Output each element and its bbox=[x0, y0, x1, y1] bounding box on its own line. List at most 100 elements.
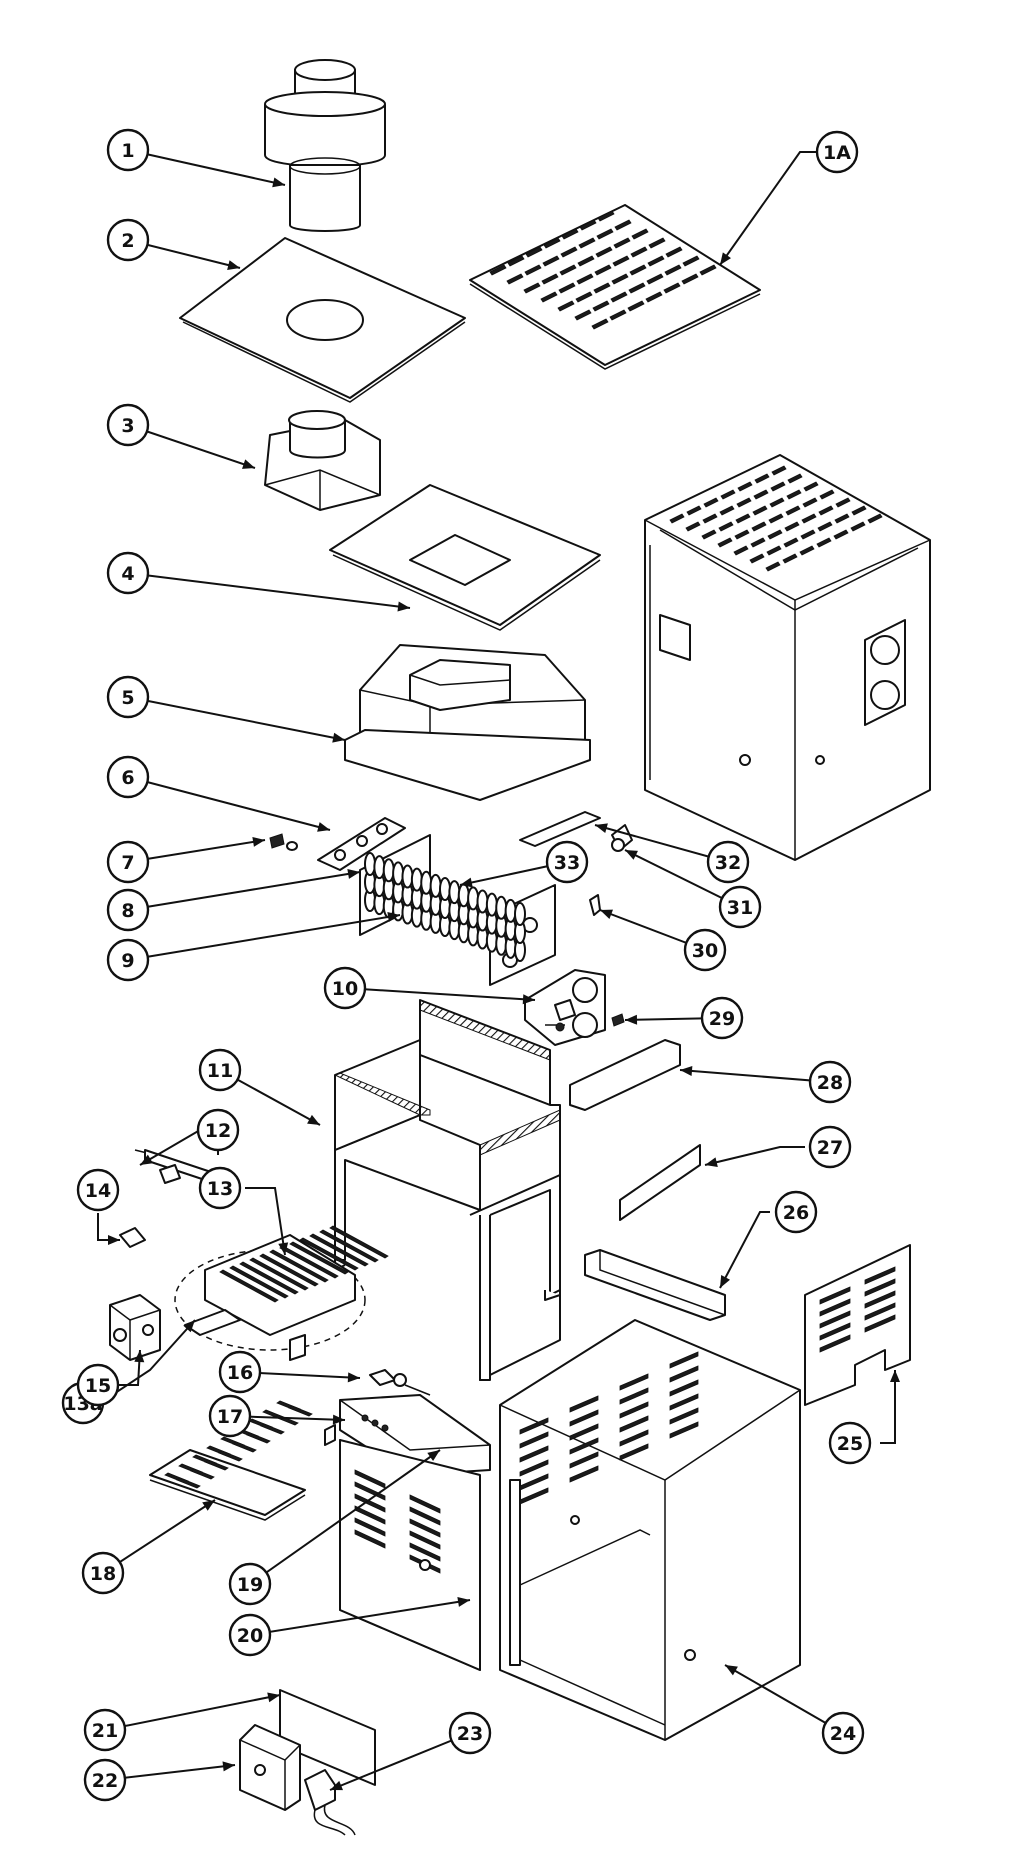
callout-number: 24 bbox=[830, 1723, 856, 1745]
leader-arrowhead bbox=[625, 850, 638, 860]
callout-number: 31 bbox=[727, 897, 753, 919]
vent-slot bbox=[682, 255, 700, 267]
leader-arrowhead bbox=[595, 823, 608, 834]
vent-slot bbox=[595, 246, 613, 258]
callout-25: 25 bbox=[828, 1421, 872, 1465]
part-brackets bbox=[569, 1039, 726, 1321]
part-combustion-chamber bbox=[333, 999, 561, 1381]
vent-slot bbox=[561, 228, 579, 240]
part-heat-exchanger bbox=[359, 834, 556, 986]
leader-arrowhead bbox=[720, 252, 732, 265]
vent-slot bbox=[519, 1431, 549, 1449]
callout-number: 1 bbox=[121, 140, 134, 162]
vent-slot bbox=[817, 521, 833, 532]
leader-line bbox=[127, 871, 361, 911]
callout-23: 23 bbox=[448, 1711, 492, 1755]
vent-slot bbox=[540, 291, 558, 303]
vent-slot bbox=[541, 273, 559, 285]
vent-slot bbox=[752, 505, 768, 516]
vent-slot bbox=[558, 282, 576, 294]
vent-slot bbox=[575, 291, 593, 303]
leader-arrowhead bbox=[307, 1114, 320, 1125]
callout-number: 13 bbox=[207, 1178, 233, 1200]
vent-slot bbox=[787, 473, 803, 484]
callout-22: 22 bbox=[83, 1758, 127, 1802]
vent-slot bbox=[766, 545, 782, 556]
part-vent-cap bbox=[264, 59, 386, 232]
part-front-door bbox=[339, 1439, 481, 1671]
leader-arrowhead bbox=[227, 260, 240, 270]
vent-slot bbox=[409, 1494, 441, 1514]
leader-line bbox=[104, 1764, 236, 1781]
vent-slot bbox=[519, 1459, 549, 1477]
callout-27: 27 bbox=[808, 1125, 852, 1169]
vent-slot bbox=[835, 497, 851, 508]
leader-line bbox=[249, 1599, 471, 1636]
vent-slot bbox=[577, 255, 595, 267]
callout-number: 26 bbox=[783, 1202, 809, 1224]
coil-fin bbox=[392, 861, 405, 886]
vent-slot bbox=[523, 282, 541, 294]
vent-slot bbox=[569, 1409, 599, 1427]
leader-line bbox=[127, 424, 256, 469]
callout-number: 25 bbox=[837, 1433, 863, 1455]
leader-arrowhead bbox=[427, 1450, 440, 1462]
callout-18: 18 bbox=[81, 1551, 125, 1595]
vent-slot bbox=[785, 505, 801, 516]
part-flue-collector bbox=[344, 644, 591, 801]
callout-1: 1 bbox=[106, 128, 150, 172]
vent-slot bbox=[619, 1373, 649, 1391]
vent-slot bbox=[269, 1249, 329, 1283]
vent-slot bbox=[239, 1261, 299, 1295]
callout-20: 20 bbox=[228, 1613, 272, 1657]
vent-slot bbox=[629, 264, 647, 276]
callout-24: 24 bbox=[821, 1711, 865, 1755]
vent-slot bbox=[819, 1334, 851, 1353]
callout-number: 9 bbox=[121, 950, 134, 972]
vent-slot bbox=[612, 255, 630, 267]
coil-fin bbox=[373, 855, 386, 880]
callout-number: 16 bbox=[227, 1362, 253, 1384]
part-burner bbox=[174, 1225, 389, 1361]
callout-number: 33 bbox=[554, 852, 580, 874]
vent-slot bbox=[769, 497, 785, 508]
vent-slot bbox=[669, 513, 685, 524]
vent-slot bbox=[592, 300, 610, 312]
vent-slot bbox=[749, 553, 765, 564]
vent-slot bbox=[799, 545, 815, 556]
callout-2: 2 bbox=[106, 218, 150, 262]
callout-6: 6 bbox=[106, 755, 150, 799]
callout-7: 7 bbox=[106, 840, 150, 884]
coil-fin bbox=[485, 892, 498, 917]
leader-arrowhead bbox=[332, 732, 345, 743]
leader-line bbox=[724, 1664, 844, 1734]
vent-slot bbox=[611, 273, 629, 285]
callout-number: 5 bbox=[121, 687, 134, 709]
vent-slot bbox=[784, 521, 800, 532]
vent-slot bbox=[619, 1415, 649, 1433]
leader-arrowhead bbox=[457, 1596, 470, 1607]
callout-number: 12 bbox=[205, 1120, 231, 1142]
vent-slot bbox=[593, 282, 611, 294]
coil-fin bbox=[457, 883, 470, 908]
vent-slot bbox=[229, 1265, 289, 1299]
callout-number: 15 bbox=[85, 1375, 111, 1397]
vent-slot bbox=[299, 1237, 359, 1271]
vent-slot bbox=[260, 1423, 285, 1435]
vent-slot bbox=[288, 1405, 313, 1417]
coil-fin bbox=[514, 902, 526, 926]
callout-number: 1A bbox=[823, 142, 851, 164]
leader-line bbox=[127, 914, 401, 961]
vent-slot bbox=[864, 1302, 896, 1321]
vent-slot bbox=[574, 309, 592, 321]
vent-slot bbox=[782, 553, 798, 564]
callout-number: 4 bbox=[121, 563, 134, 585]
vent-slot bbox=[259, 1253, 319, 1287]
leader-line bbox=[594, 824, 729, 863]
vent-slot bbox=[867, 513, 883, 524]
coil-fin bbox=[504, 898, 517, 923]
part-baffle-plate bbox=[329, 484, 601, 631]
callout-17: 17 bbox=[208, 1394, 252, 1438]
vent-slot bbox=[619, 1443, 649, 1461]
callout-number: 17 bbox=[217, 1406, 243, 1428]
